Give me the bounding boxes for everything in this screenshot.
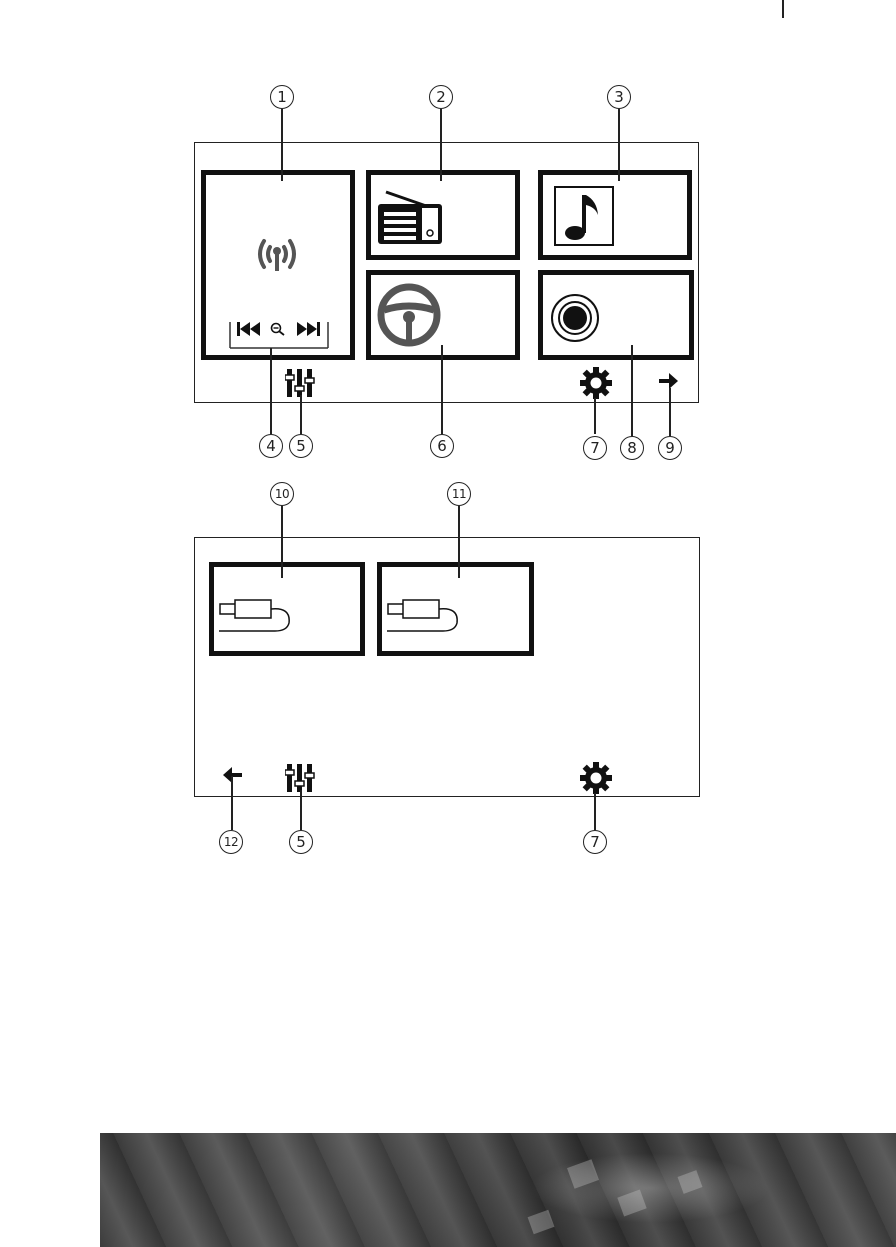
callout-1: 1 bbox=[270, 85, 294, 109]
callout-2: 2 bbox=[429, 85, 453, 109]
leader-7 bbox=[594, 398, 596, 434]
callout-5-bottom: 5 bbox=[289, 830, 313, 854]
callout-3: 3 bbox=[607, 85, 631, 109]
equalizer-icon[interactable] bbox=[285, 369, 315, 397]
leader-9 bbox=[669, 388, 671, 436]
callout-7-bottom: 7 bbox=[583, 830, 607, 854]
callout-5: 5 bbox=[289, 434, 313, 458]
disc-icon bbox=[550, 293, 600, 343]
leader-1 bbox=[281, 109, 283, 181]
aux-cable-icon bbox=[219, 597, 295, 633]
callout-6: 6 bbox=[430, 434, 454, 458]
arrow-right-icon[interactable] bbox=[659, 373, 679, 389]
leader-8 bbox=[631, 345, 633, 436]
search-icon[interactable] bbox=[270, 322, 286, 336]
callout-8: 8 bbox=[620, 436, 644, 460]
leader-3 bbox=[618, 109, 620, 181]
gear-icon[interactable] bbox=[580, 762, 612, 794]
previous-track-icon[interactable] bbox=[237, 322, 261, 336]
callout-7: 7 bbox=[583, 436, 607, 460]
leader-6 bbox=[441, 345, 443, 434]
leader-7-bottom bbox=[594, 793, 596, 830]
callout-11: 11 bbox=[447, 482, 471, 506]
steering-wheel-icon bbox=[376, 282, 442, 348]
callout-10: 10 bbox=[270, 482, 294, 506]
callout-12: 12 bbox=[219, 830, 243, 854]
leader-12 bbox=[231, 776, 233, 830]
music-note-icon bbox=[553, 185, 615, 247]
callout-9: 9 bbox=[658, 436, 682, 460]
leader-10 bbox=[281, 506, 283, 578]
leader-4 bbox=[270, 348, 272, 434]
footer-decorative-image bbox=[100, 1133, 896, 1247]
leader-11 bbox=[458, 506, 460, 578]
aux-cable-icon bbox=[387, 597, 463, 633]
callout-4: 4 bbox=[259, 434, 283, 458]
crop-mark bbox=[782, 0, 784, 18]
bluetooth-signal-icon bbox=[254, 233, 300, 275]
leader-5-bottom bbox=[300, 790, 302, 830]
gear-icon[interactable] bbox=[580, 367, 612, 399]
radio-icon bbox=[376, 190, 444, 246]
equalizer-icon[interactable] bbox=[285, 764, 315, 792]
next-track-icon[interactable] bbox=[296, 322, 320, 336]
leader-2 bbox=[440, 109, 442, 181]
leader-5 bbox=[300, 395, 302, 434]
